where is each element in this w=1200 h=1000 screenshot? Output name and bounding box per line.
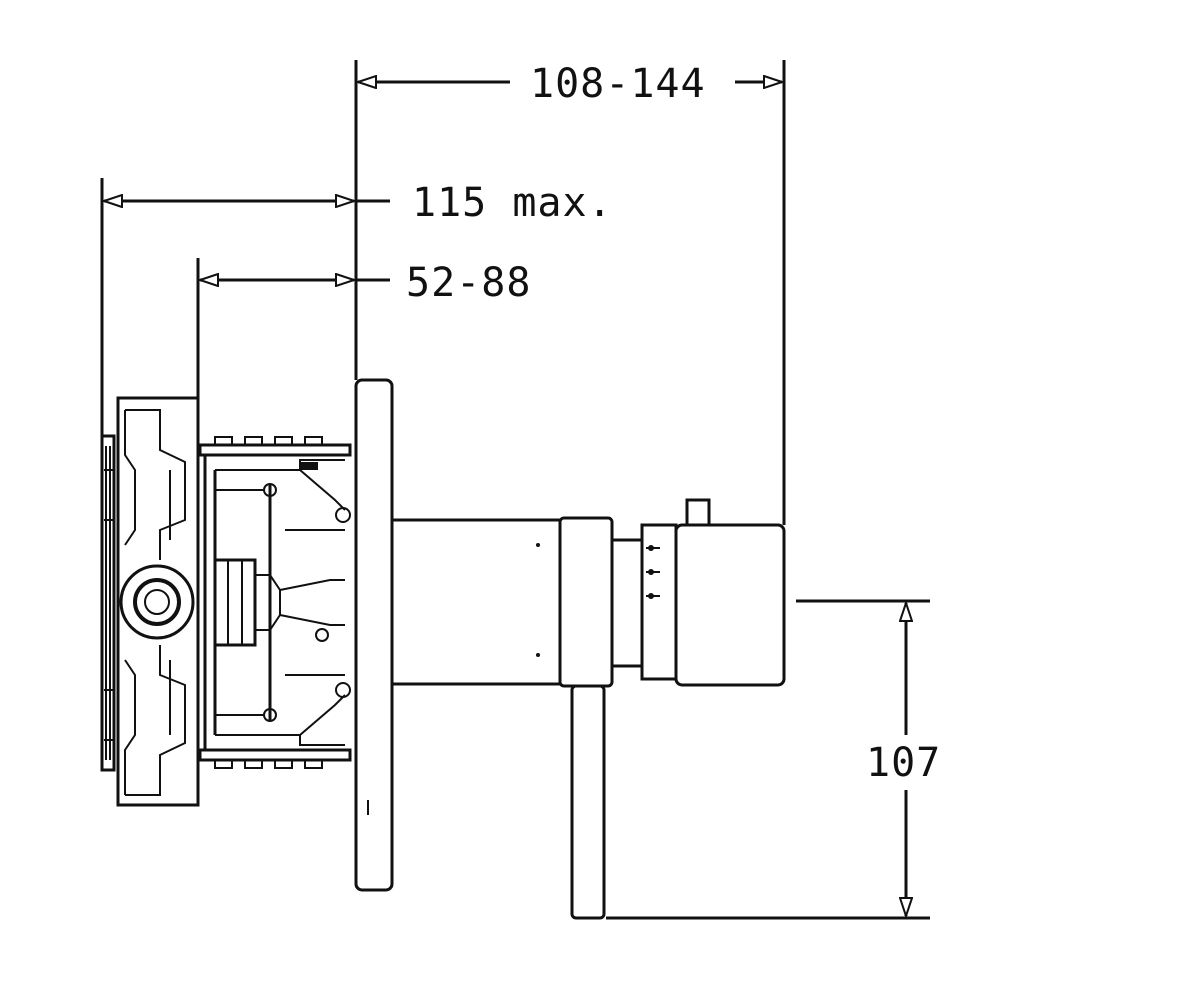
handle-sleeve xyxy=(390,516,614,688)
dimension-label-lever-height: 107 xyxy=(866,740,941,786)
dimension-lever-height: 107 xyxy=(866,603,941,916)
cartridge-housing xyxy=(198,436,352,769)
dimension-label-overall-projection: 108-144 xyxy=(530,61,706,107)
valve-body xyxy=(100,396,200,807)
rosette-plate xyxy=(354,378,394,892)
dimension-max-depth: 115 max. xyxy=(104,180,613,226)
dimension-install-depth: 52-88 xyxy=(200,260,531,306)
dimension-label-max-depth: 115 max. xyxy=(412,180,613,226)
lever-handle xyxy=(570,684,606,920)
dimension-label-install-depth: 52-88 xyxy=(406,260,531,306)
dimension-overall-projection: 108-144 xyxy=(358,61,782,107)
dial-ring xyxy=(610,498,786,687)
